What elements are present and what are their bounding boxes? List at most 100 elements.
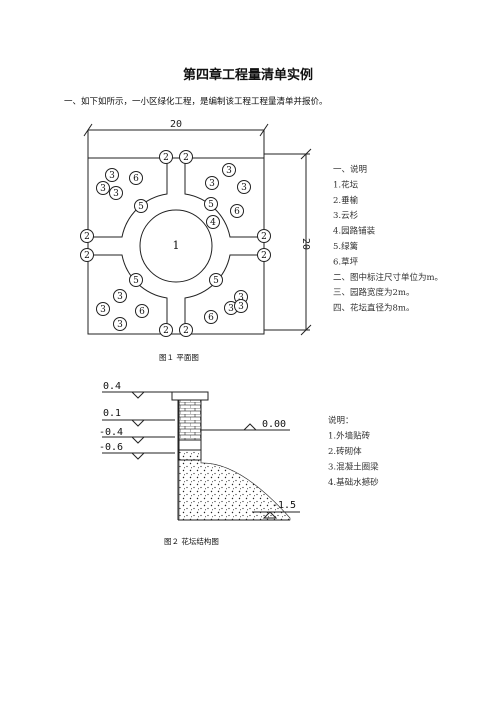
plant-marker-three: 3 [113,317,127,331]
plant-marker-label: 2 [163,326,169,336]
plant-marker-label: 3 [226,166,232,176]
plant-marker-label: 2 [84,251,90,261]
plant-marker-five: 5 [129,273,143,287]
section-note-line: 2.砖砌体 [328,446,362,457]
plant-marker-two: 2 [257,248,271,262]
plant-marker-label: 2 [183,153,189,163]
plant-marker-three: 3 [205,176,219,190]
plant-marker-two: 2 [80,248,94,262]
plant-marker-label: 2 [163,153,169,163]
level-label-neg0.4: -0.4 [99,427,123,438]
section-note-line: 说明： [328,415,354,426]
plant-marker-label: 6 [208,313,214,323]
level-label-neg1.5: -1.5 [272,500,296,511]
flower-bed-label: 1 [173,239,180,252]
plant-marker-three: 3 [113,289,127,303]
plant-marker-label: 5 [208,200,214,210]
plant-marker-three: 3 [222,163,236,177]
plant-marker-six: 6 [230,204,244,218]
plant-marker-six: 6 [204,310,218,324]
plan-note-line: 二、图中标注尺寸单位为m。 [333,272,443,283]
plant-marker-label: 2 [183,326,189,336]
plan-note-line: 1.花坛 [333,179,359,190]
plan-note-line: 四、花坛直径为8m。 [333,303,414,314]
plant-marker-label: 3 [117,292,123,302]
plan-note-line: 2.垂榆 [333,195,359,206]
plant-marker-three: 3 [109,186,123,200]
level-marker-0.1 [102,419,175,427]
section-notes: 说明： 1.外墙贴砖 2.砖砌体 3.混凝土圈梁 4.基础水撼砂 [328,415,379,488]
level-marker-0.00 [201,423,290,431]
plant-marker-label: 2 [261,232,267,242]
plant-marker-label: 3 [241,183,247,193]
plan-note-line: 5.绿篱 [333,241,358,252]
plant-marker-label: 3 [238,302,244,312]
plant-marker-six: 6 [135,304,149,318]
plan-note-line: 一、说明 [333,164,367,175]
sand-foundation [178,449,202,461]
plant-marker-two: 2 [80,229,94,243]
plant-marker-label: 6 [133,174,139,184]
wall-coping [171,391,209,401]
plant-marker-label: 3 [109,171,115,181]
plant-marker-label: 3 [117,320,123,330]
brick-wall [178,399,202,441]
plant-marker-label: 3 [100,184,106,194]
plant-marker-three: 3 [105,168,119,182]
plant-marker-label: 2 [261,251,267,261]
figure-2-caption: 图２ 花坛结构图 [164,537,219,546]
plant-marker-label: 3 [113,189,119,199]
level-marker-neg1.5 [252,511,300,519]
width-dimension-label: 20 [170,119,182,130]
height-dimension [264,148,312,336]
plant-marker-five: 5 [204,197,218,211]
page-title: 第四章工程量清单实例 [182,68,313,83]
plant-marker-two: 2 [257,229,271,243]
section-note-line: 4.基础水撼砂 [328,477,379,488]
flower-bed-circle [139,209,213,283]
plan-note-line: 3.云杉 [333,210,359,221]
plant-marker-label: 3 [238,293,244,303]
plant-marker-five: 5 [209,273,223,287]
plant-marker-label: 5 [213,276,219,286]
concrete-ring-beam [178,439,202,451]
section-heading: 一、如下如所示，一小区绿化工程，是编制该工程工程量清单并报价。 [64,97,328,107]
level-label-0.00: 0.00 [262,419,286,430]
height-dimension-label: 20 [300,238,311,250]
plant-marker-six: 6 [129,171,143,185]
plant-marker-two: 2 [179,323,193,337]
plan-note-line: 6.草坪 [333,256,359,267]
width-dimension [83,123,269,158]
section-note-line: 1.外墙贴砖 [328,431,371,442]
plant-marker-three: 3 [96,181,110,195]
plant-marker-three: 3 [234,299,248,313]
plant-marker-label: 6 [139,307,145,317]
level-marker-neg0.6 [102,452,175,460]
plant-marker-two: 2 [159,323,173,337]
plant-marker-two: 2 [179,150,193,164]
plant-marker-label: 6 [234,207,240,217]
plant-marker-five: 5 [134,199,148,213]
level-marker-0.4 [102,391,175,399]
plan-note-line: 4.园路铺装 [333,226,376,237]
plant-marker-two: 2 [159,150,173,164]
plant-marker-label: 3 [209,179,215,189]
plant-marker-label: 3 [100,305,106,315]
plan-notes: 一、说明 1.花坛 2.垂榆 3.云杉 4.园路铺装 5.绿篱 6.草坪二、图中标注尺寸单位… [333,164,443,314]
level-marker-neg0.4 [102,436,175,444]
planting-soil [178,459,291,521]
plant-marker-label: 4 [210,218,216,228]
level-label-neg0.6: -0.6 [99,442,123,453]
level-label-0.1: 0.1 [103,408,121,419]
plan-note-line: 三、园路宽度为2m。 [333,287,414,298]
plant-marker-label: 2 [84,232,90,242]
plant-marker-four: 4 [206,215,220,229]
plant-marker-label: 5 [138,202,144,212]
plant-marker-three: 3 [237,180,251,194]
plant-marker-three: 3 [96,302,110,316]
section-note-line: 3.混凝土圈梁 [328,462,379,473]
figure-1-caption: 图１ 平面图 [159,353,199,362]
